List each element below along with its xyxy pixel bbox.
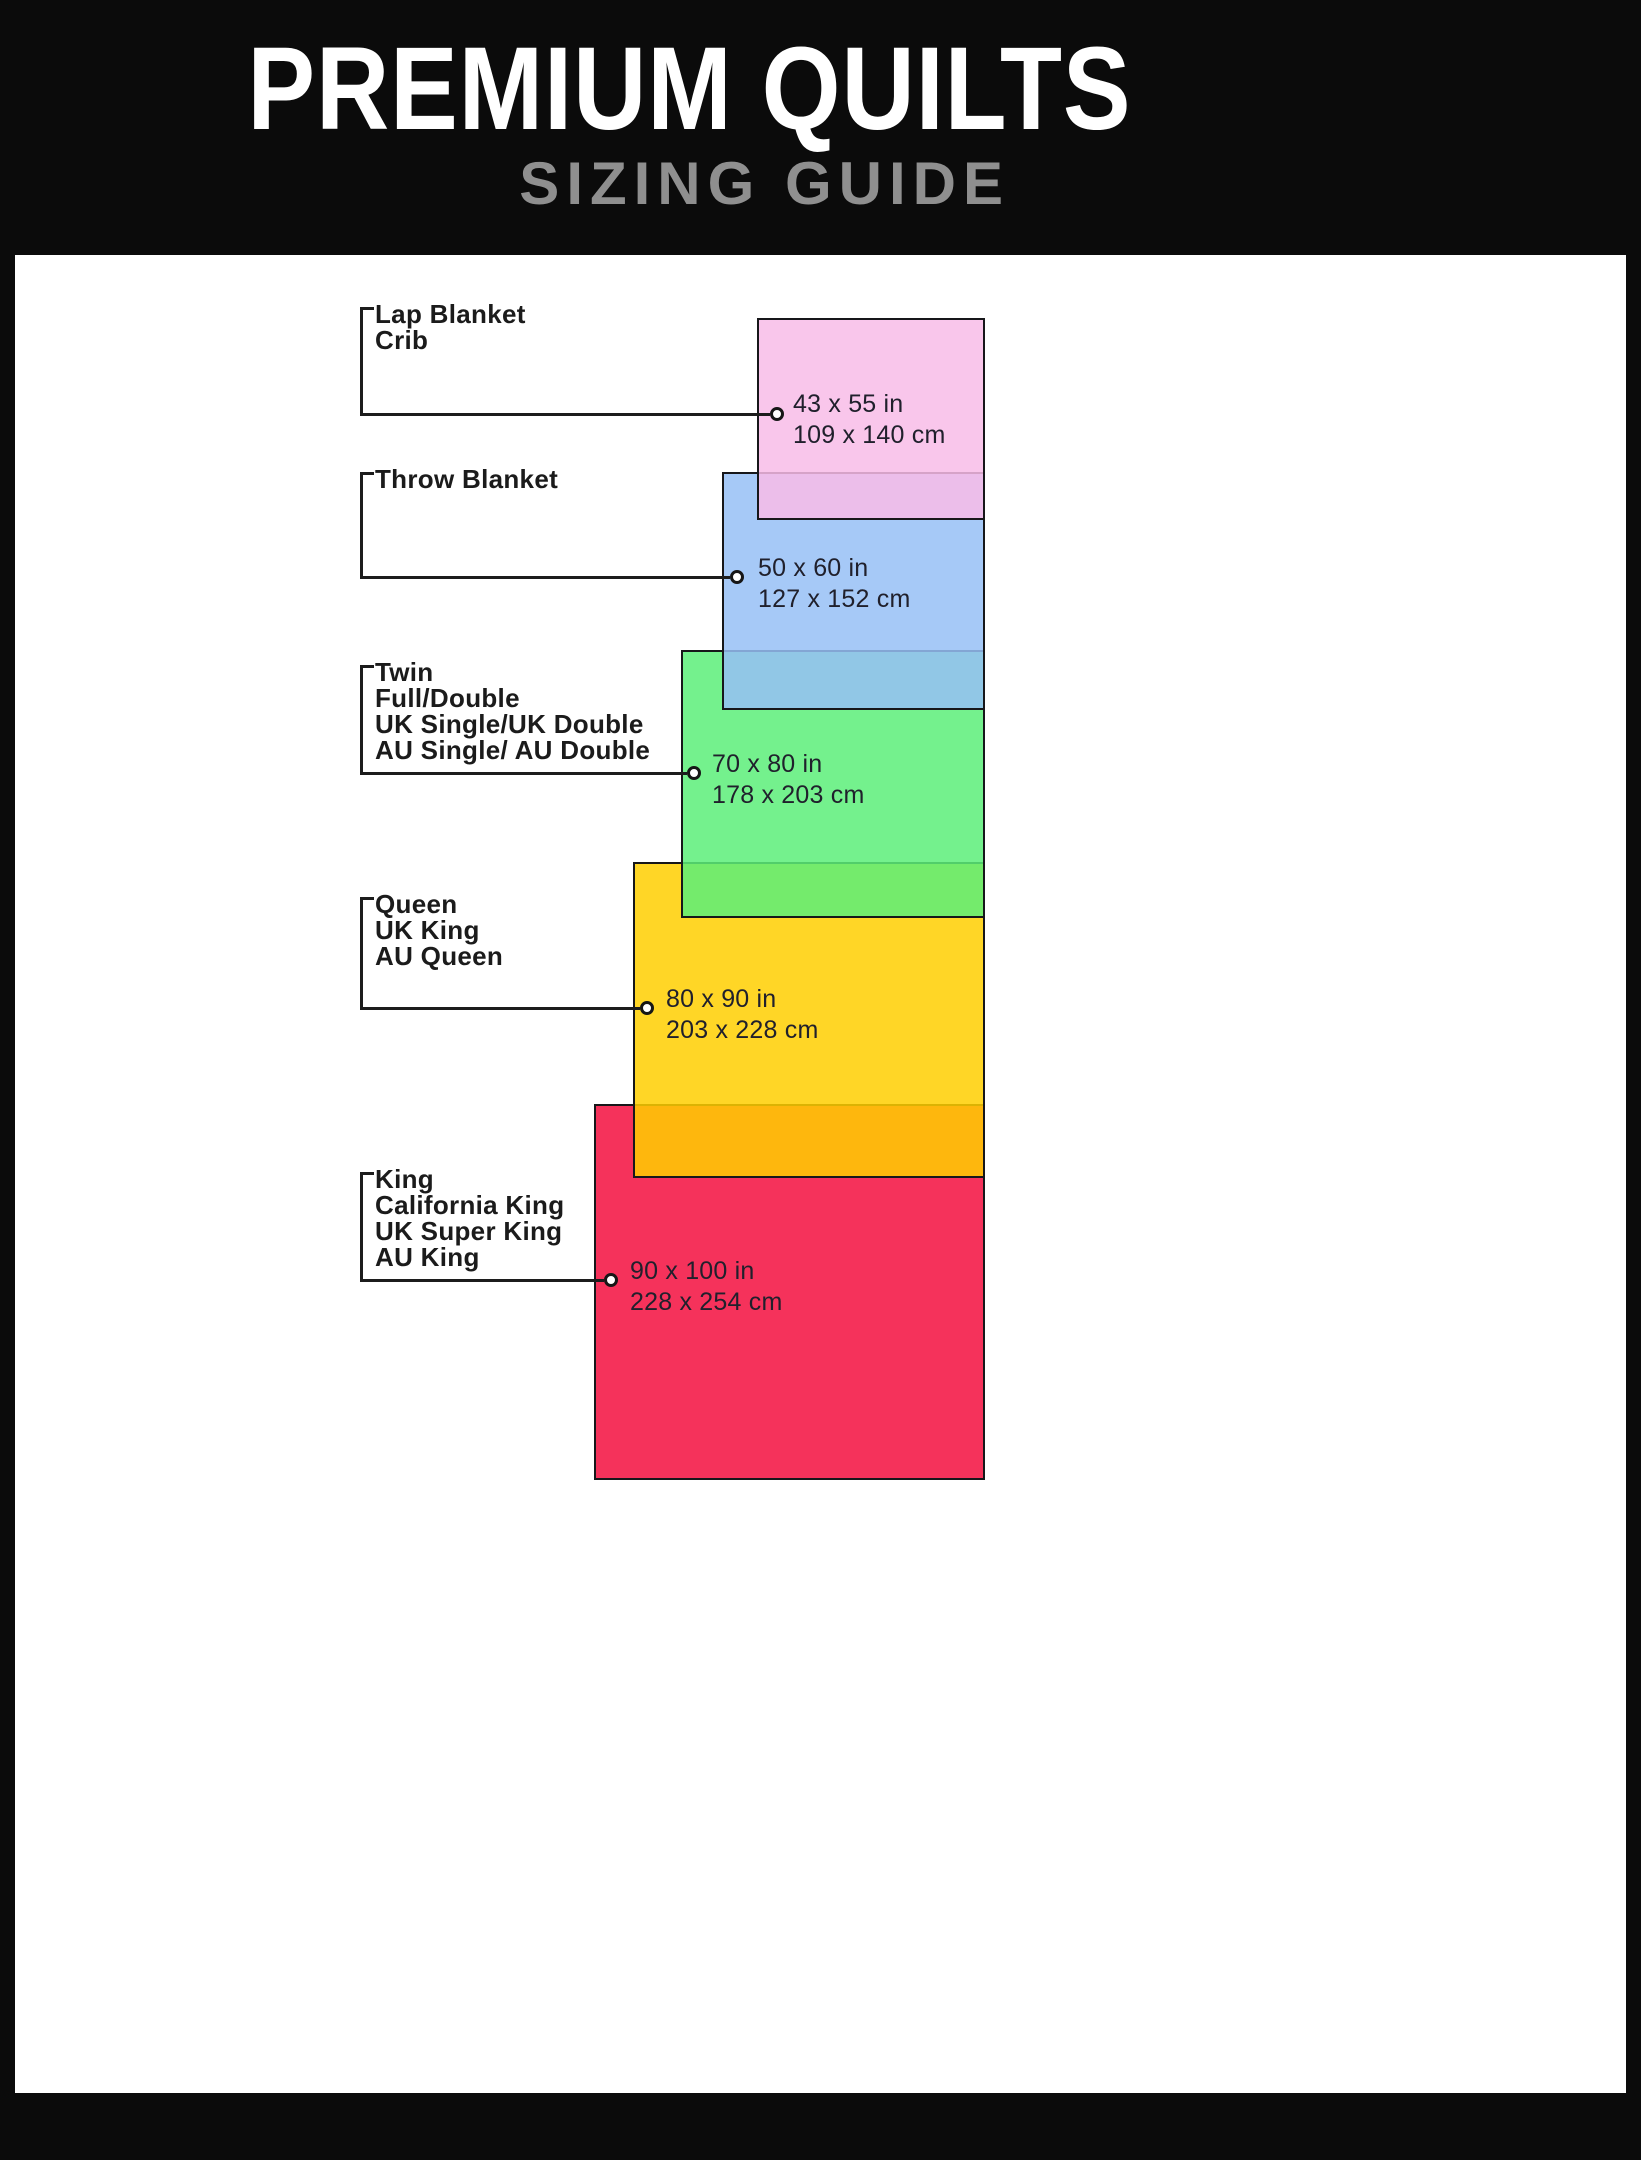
size-cm: 178 x 203 cm — [712, 781, 865, 809]
connector-vline — [360, 665, 363, 775]
connector-vline — [360, 472, 363, 579]
size-cm: 203 x 228 cm — [666, 1016, 819, 1044]
page-title: PREMIUM QUILTS — [247, 23, 1132, 155]
size-inches: 70 x 80 in — [712, 750, 823, 778]
connector-dot — [770, 407, 784, 421]
connector-tick — [360, 897, 374, 900]
size-measurement: 70 x 80 in 178 x 203 cm — [712, 749, 865, 811]
connector-tick — [360, 665, 374, 668]
connector-dot — [604, 1273, 618, 1287]
size-measurement: 80 x 90 in 203 x 228 cm — [666, 984, 819, 1046]
connector-hline — [360, 576, 730, 579]
size-label: Twin Full/Double UK Single/UK Double AU … — [375, 659, 650, 763]
connector-vline — [360, 1172, 363, 1282]
size-label-line: AU Queen — [375, 941, 504, 971]
page-subtitle: SIZING GUIDE — [519, 150, 1010, 217]
size-label-line: Twin — [375, 657, 434, 687]
connector-dot — [730, 570, 744, 584]
size-label: Throw Blanket — [375, 466, 558, 492]
size-measurement: 50 x 60 in 127 x 152 cm — [758, 553, 911, 615]
size-label-line: Queen — [375, 889, 458, 919]
size-label: King California King UK Super King AU Ki… — [375, 1166, 564, 1270]
size-inches: 50 x 60 in — [758, 554, 869, 582]
size-label-line: Crib — [375, 325, 429, 355]
connector-vline — [360, 307, 363, 416]
header: PREMIUM QUILTS SIZING GUIDE — [190, 23, 1132, 217]
connector-tick — [360, 307, 374, 310]
connector-tick — [360, 472, 374, 475]
size-label-line: AU King — [375, 1242, 480, 1272]
connector-hline — [360, 772, 687, 775]
size-inches: 80 x 90 in — [666, 985, 777, 1013]
size-label-line: UK King — [375, 915, 480, 945]
size-label-line: Lap Blanket — [375, 299, 526, 329]
size-measurement: 43 x 55 in 109 x 140 cm — [793, 389, 946, 451]
size-label: Queen UK King AU Queen — [375, 891, 503, 969]
connector-vline — [360, 897, 363, 1010]
size-label-line: Throw Blanket — [375, 464, 559, 494]
size-label-line: Full/Double — [375, 683, 520, 713]
size-label-line: King — [375, 1164, 434, 1194]
size-label: Lap Blanket Crib — [375, 301, 526, 353]
connector-hline — [360, 413, 770, 416]
size-cm: 109 x 140 cm — [793, 421, 946, 449]
connector-tick — [360, 1172, 374, 1175]
size-inches: 90 x 100 in — [630, 1257, 755, 1285]
size-label-line: California King — [375, 1190, 565, 1220]
connector-dot — [687, 766, 701, 780]
size-rect-lap-blanket — [757, 318, 985, 520]
size-label-line: AU Single/ AU Double — [375, 735, 651, 765]
connector-hline — [360, 1007, 640, 1010]
size-measurement: 90 x 100 in 228 x 254 cm — [630, 1256, 783, 1318]
size-cm: 127 x 152 cm — [758, 585, 911, 613]
size-cm: 228 x 254 cm — [630, 1288, 783, 1316]
size-label-line: UK Super King — [375, 1216, 563, 1246]
size-label-line: UK Single/UK Double — [375, 709, 644, 739]
connector-dot — [640, 1001, 654, 1015]
connector-hline — [360, 1279, 604, 1282]
size-inches: 43 x 55 in — [793, 390, 904, 418]
